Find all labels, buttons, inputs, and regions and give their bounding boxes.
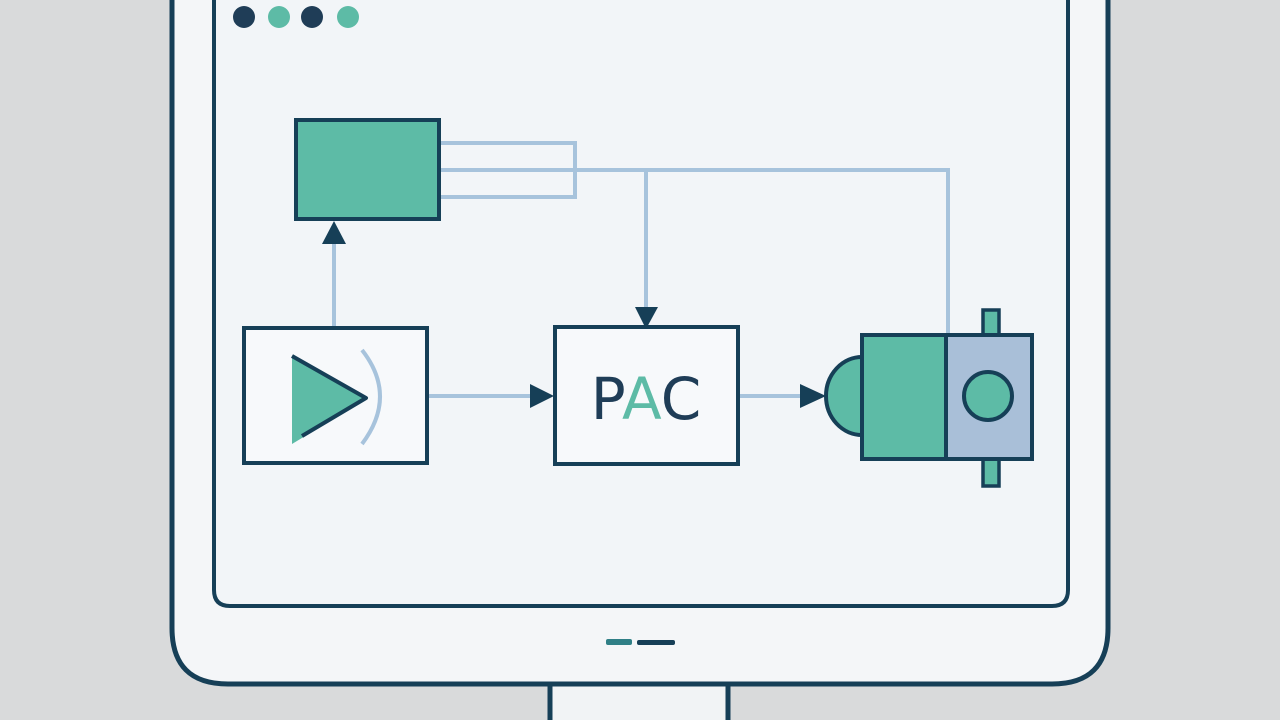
monitor-screen (212, 0, 1070, 608)
arrowheads (322, 221, 826, 408)
top-module-block (294, 118, 441, 221)
arrow-right-icon (530, 384, 554, 408)
signal-arc (360, 348, 382, 446)
motor-shaft-top (981, 308, 1001, 338)
motor-actuator (824, 308, 1034, 488)
arrow-right-icon (800, 384, 826, 408)
input-block (242, 326, 429, 465)
connector-lines (332, 141, 950, 398)
window-dot (268, 6, 290, 28)
wire-top-2 (440, 168, 950, 334)
window-dots (233, 6, 359, 28)
monitor-logo-mark (606, 639, 675, 645)
motor-body (860, 333, 948, 461)
arrow-up-icon (322, 221, 346, 244)
pac-label: PAC (591, 365, 701, 433)
arrow-down-icon (635, 307, 658, 329)
motor-dome (824, 354, 864, 438)
motor-shaft-bottom (981, 456, 1001, 488)
window-dot (301, 6, 323, 28)
play-icon (292, 356, 368, 444)
pac-block: PAC (553, 325, 740, 466)
window-dot (233, 6, 255, 28)
motor-rotor-icon (962, 370, 1014, 422)
pac-label-letter: C (661, 365, 702, 433)
pac-label-letter: A (622, 365, 662, 433)
pac-label-letter: P (591, 365, 624, 433)
window-dot (337, 6, 359, 28)
